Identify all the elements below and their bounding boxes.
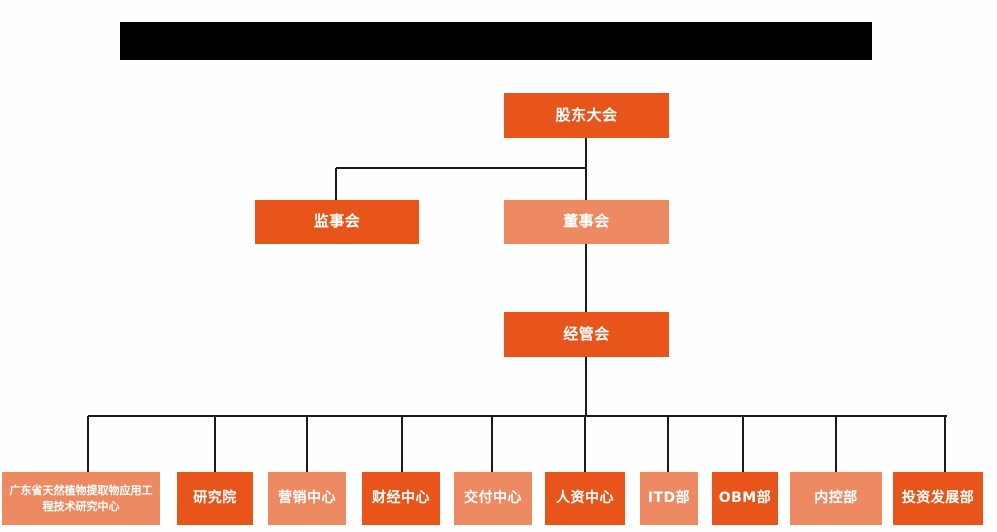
redacted-title-bar (120, 22, 872, 60)
node-shareholders-meeting[interactable]: 股东大会 (504, 93, 669, 138)
node-investment-development-department[interactable]: 投资发展部 (893, 472, 983, 525)
node-management-committee[interactable]: 经管会 (504, 312, 669, 357)
node-marketing-center[interactable]: 营销中心 (268, 472, 346, 525)
node-itd-department[interactable]: ITD部 (640, 472, 698, 525)
node-finance-center[interactable]: 财经中心 (362, 472, 440, 525)
node-human-resources-center[interactable]: 人资中心 (545, 472, 625, 525)
node-internal-control-department[interactable]: 内控部 (790, 472, 882, 525)
node-board-of-supervisors[interactable]: 监事会 (255, 200, 419, 244)
node-research-institute[interactable]: 研究院 (177, 472, 253, 525)
node-obm-department[interactable]: OBM部 (712, 472, 778, 525)
node-guangdong-research-center[interactable]: 广东省天然植物提取物应用工程技术研究中心 (2, 472, 160, 525)
node-delivery-center[interactable]: 交付中心 (454, 472, 532, 525)
node-board-of-directors[interactable]: 董事会 (504, 200, 669, 244)
